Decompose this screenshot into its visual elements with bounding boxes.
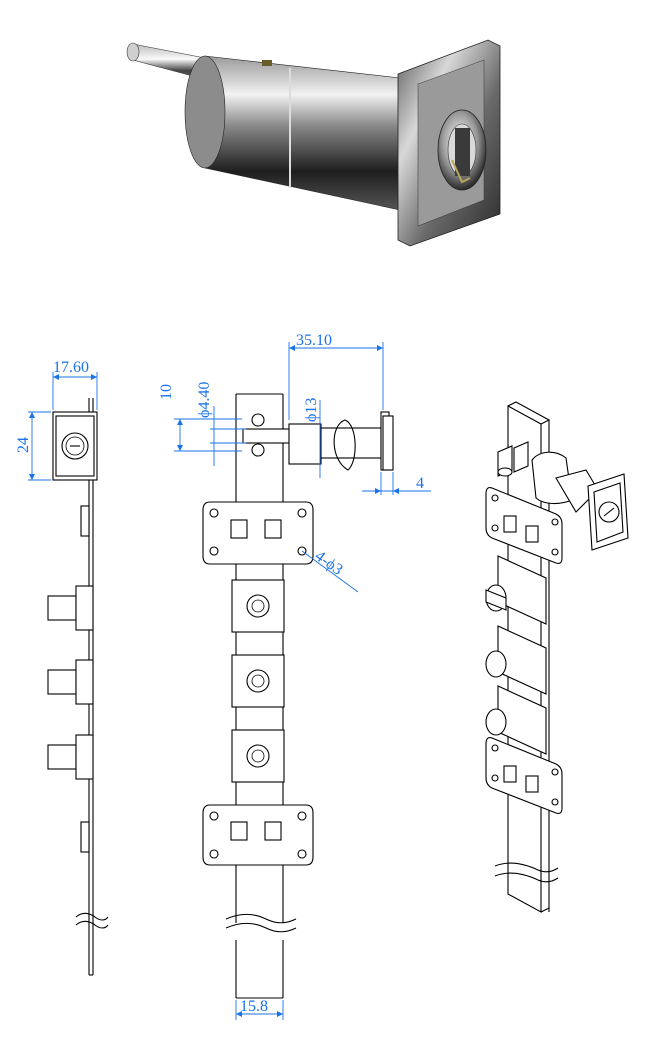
front-dimensions xyxy=(174,342,431,1020)
isometric-view xyxy=(485,401,629,913)
lock-photo xyxy=(126,39,501,247)
dim-front-bar-width: 15.8 xyxy=(240,998,268,1015)
side-dimensions xyxy=(28,372,98,481)
dim-front-ten: 10 xyxy=(158,384,175,400)
side-view xyxy=(47,398,109,976)
dim-front-length: 35.10 xyxy=(296,332,332,349)
dim-front-flange: 4 xyxy=(416,475,424,492)
dim-side-height: 24 xyxy=(15,437,32,453)
front-view xyxy=(202,393,394,999)
dim-front-holes: 4-ϕ3 xyxy=(312,547,346,578)
dim-side-width: 17.60 xyxy=(53,359,89,376)
dim-front-dia-small: ϕ4.40 xyxy=(196,382,213,418)
dim-front-dia-large: ϕ13 xyxy=(303,398,320,422)
